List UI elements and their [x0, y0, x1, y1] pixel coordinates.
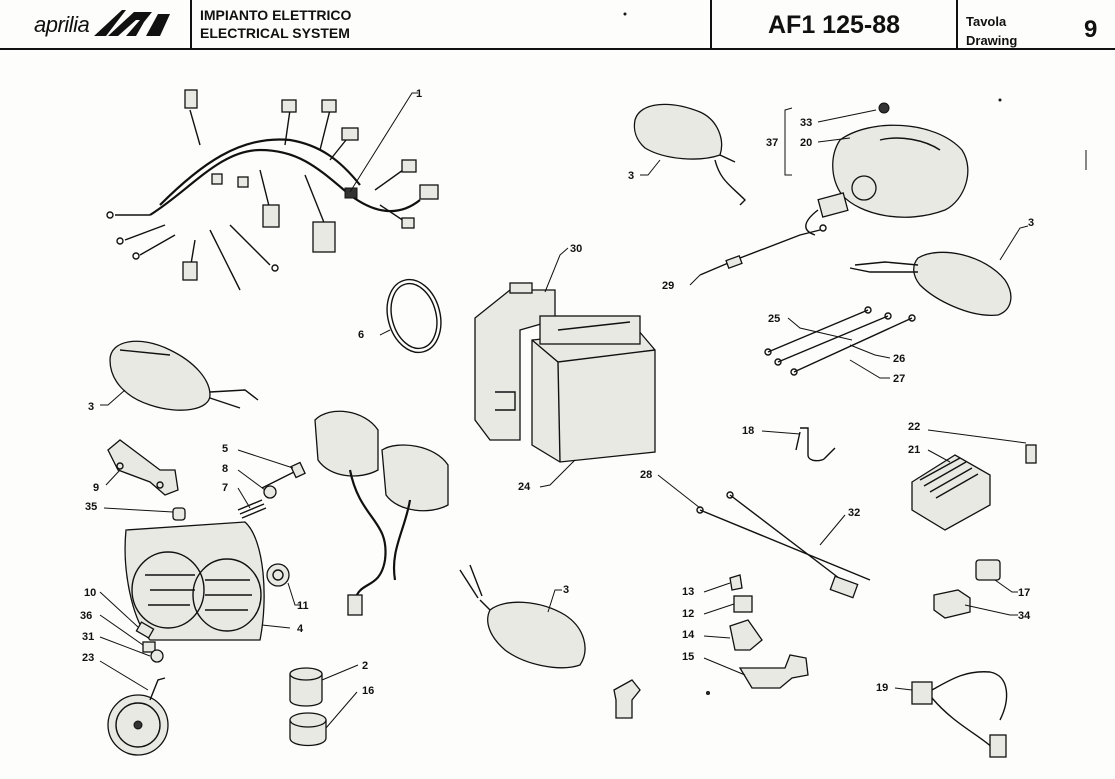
stop-switch: 19 [876, 671, 1008, 758]
tail-light: 33 20 37 [766, 102, 969, 236]
callout-7: 7 [222, 482, 228, 494]
flasher-relay: 2 16 [289, 660, 374, 747]
turn-signal-front-left: 3 [628, 103, 746, 206]
title-block: aprilia IMPIANTO ELETTRICO ELECTRICAL SY… [0, 0, 1115, 50]
drawing-number: 9 [1084, 16, 1098, 43]
title-english: ELECTRICAL SYSTEM [200, 25, 350, 41]
callout-4: 4 [297, 623, 304, 635]
wiring-harness: 1 [106, 88, 439, 291]
callout-17: 17 [1018, 587, 1030, 599]
drawing-label: Drawing [966, 33, 1018, 48]
headlight-sockets [314, 410, 449, 616]
fuse-holder-parts: 13 12 14 15 [682, 574, 809, 689]
horn-and-fasteners: 10 36 31 23 [80, 587, 169, 756]
callout-29: 29 [662, 280, 674, 292]
callout-13: 13 [682, 586, 694, 598]
logo-cell: aprilia [0, 0, 192, 48]
callout-1: 1 [416, 88, 422, 100]
callout-25: 25 [768, 313, 780, 325]
callout-37: 37 [766, 137, 778, 149]
drawing-number-cell: Tavola Drawing 9 [958, 0, 1115, 48]
callout-16: 16 [362, 685, 374, 697]
callout-3-rear-left: 3 [88, 401, 94, 413]
model-cell: AF1 125-88 [712, 0, 958, 48]
callout-34: 34 [1018, 610, 1031, 622]
brand-logo-mark [94, 10, 170, 36]
callout-9: 9 [93, 482, 99, 494]
callout-5: 5 [222, 443, 228, 455]
callout-3-front-left: 3 [628, 170, 634, 182]
callout-31: 31 [82, 631, 94, 643]
callout-10: 10 [84, 587, 96, 599]
callout-28: 28 [640, 469, 652, 481]
callout-14: 14 [682, 629, 695, 641]
callout-2: 2 [362, 660, 368, 672]
callout-20: 20 [800, 137, 812, 149]
tavola-label: Tavola [966, 14, 1007, 29]
brand-logo-text: aprilia [34, 12, 90, 37]
turn-signal-rear-right: 3 [849, 217, 1034, 316]
headlight-bulb: 11 [266, 563, 309, 612]
callout-3-front-right: 3 [563, 584, 569, 596]
callout-30: 30 [570, 243, 582, 255]
starter-relays: 17 34 [933, 559, 1031, 622]
model-code: AF1 125-88 [768, 11, 901, 39]
callout-15: 15 [682, 651, 694, 663]
callout-24: 24 [518, 481, 531, 493]
battery-and-box: 30 24 [474, 243, 656, 493]
spark-plug-cap [613, 679, 641, 719]
callout-35: 35 [85, 501, 97, 513]
callout-6: 6 [358, 329, 364, 341]
headlight-assembly: 4 [124, 521, 304, 641]
callout-12: 12 [682, 608, 694, 620]
turn-signal-rear-left: 3 [88, 340, 259, 413]
scan-marks [623, 12, 1087, 695]
headlight-bracket: 9 [93, 439, 179, 496]
callout-21: 21 [908, 444, 920, 456]
callout-32: 32 [848, 507, 860, 519]
parking-bulb: 35 [85, 501, 186, 521]
tail-light-wire: 29 [662, 224, 827, 292]
callout-33: 33 [800, 117, 812, 129]
callout-19: 19 [876, 682, 888, 694]
title-cell: IMPIANTO ELETTRICO ELECTRICAL SYSTEM [192, 0, 712, 48]
callout-23: 23 [82, 652, 94, 664]
callout-11: 11 [297, 600, 309, 612]
adjuster-screws: 5 8 7 [222, 443, 306, 519]
callout-27: 27 [893, 373, 905, 385]
cable-clip: 18 [742, 425, 836, 462]
callout-18: 18 [742, 425, 754, 437]
battery-cables: 25 26 27 [764, 306, 916, 385]
callout-22: 22 [908, 421, 920, 433]
title-italian: IMPIANTO ELETTRICO [200, 7, 352, 23]
gasket-ring: 6 [358, 278, 442, 354]
turn-signal-front-right: 3 [459, 564, 586, 669]
callout-8: 8 [222, 463, 228, 475]
callout-26: 26 [893, 353, 905, 365]
ground-wires: 28 32 [640, 469, 871, 599]
callout-3-rear-right: 3 [1028, 217, 1034, 229]
callout-36: 36 [80, 610, 92, 622]
voltage-regulator: 22 21 [908, 421, 1037, 531]
